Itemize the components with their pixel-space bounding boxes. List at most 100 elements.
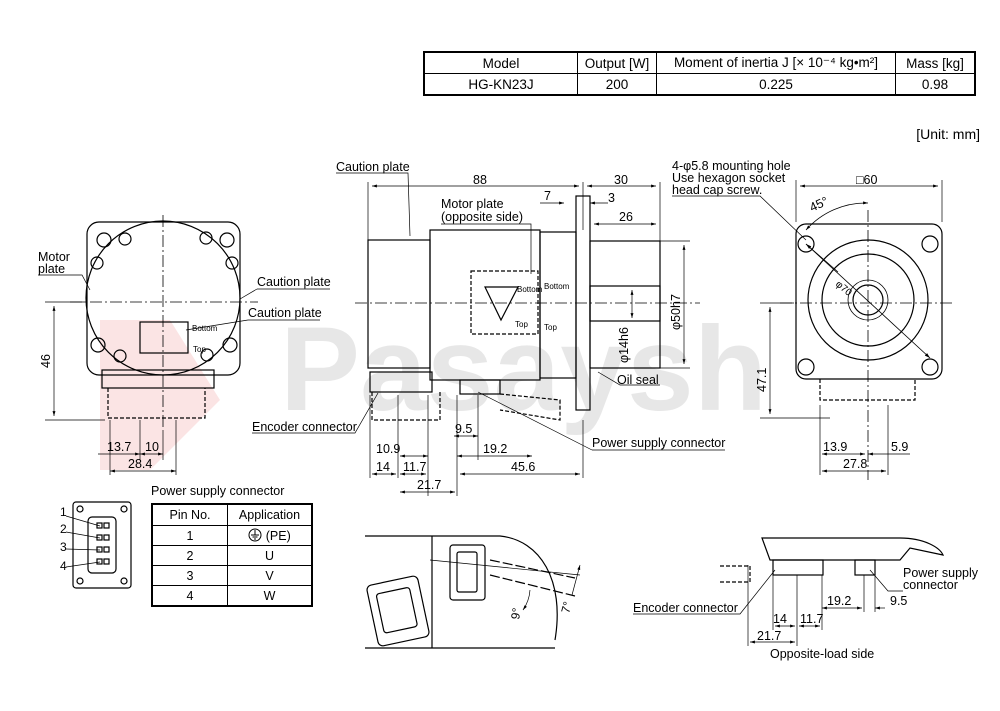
connector-pins [96, 522, 110, 565]
label-motor-plate-2: plate [38, 262, 65, 276]
dim-14: 14 [376, 460, 390, 474]
opposite-encoder-connector [772, 559, 824, 576]
connector-pin-view [65, 501, 132, 589]
front-view-labels: 4-φ5.8 mounting hole Use hexagon socket … [672, 159, 908, 471]
side-power-connector [459, 379, 501, 395]
dim-88: 88 [473, 173, 487, 187]
spec-table: Model Output [W] Moment of inertia J [× … [423, 51, 976, 96]
label-opp-power-2: connector [903, 578, 958, 592]
angle-power-connector [449, 544, 486, 601]
dim-phi50h7: φ50h7 [669, 294, 683, 330]
label-rear-top: Top [193, 345, 206, 354]
pin-table: Pin No. Application 1 (PE) 2 U 3 V 4 W [151, 503, 313, 607]
pin-application: W [227, 585, 313, 607]
angle-outline-top [365, 535, 558, 641]
header-output: Output [W] [577, 51, 657, 74]
angle-9: 9° [508, 607, 524, 621]
label-side-bottom-1: Bottom [517, 285, 543, 294]
power-connector-title: Power supply connector [151, 484, 285, 498]
pin-no: 3 [151, 565, 228, 586]
rear-connector-hidden [107, 388, 206, 419]
header-application: Application [227, 503, 313, 526]
opposite-view-labels: Encoder connector Power supply connector… [633, 566, 979, 661]
front-view [672, 180, 955, 480]
pin-label-3: 3 [60, 540, 67, 554]
ground-icon [248, 528, 262, 542]
spec-value-row: HG-KN23J 200 0.225 0.98 [423, 73, 976, 96]
angle-view [365, 535, 581, 649]
label-caution-plate-1: Caution plate [257, 275, 331, 289]
cell-mass: 0.98 [895, 73, 976, 96]
dim-5-9: 5.9 [891, 440, 908, 454]
label-caution-plate-side: Caution plate [336, 160, 410, 174]
label-mount-note-3: head cap screw. [672, 183, 762, 197]
side-view-labels: Caution plate Motor plate (opposite side… [252, 160, 725, 492]
dim-10: 10 [145, 440, 159, 454]
pin-application-text: (PE) [265, 529, 291, 543]
dim-square-60: □60 [856, 173, 878, 187]
pin-row: 4 W [151, 585, 313, 607]
header-model: Model [423, 51, 578, 74]
label-oil-seal: Oil seal [617, 373, 659, 387]
label-encoder-connector: Encoder connector [252, 420, 357, 434]
label-side-top-2: Top [544, 323, 557, 332]
dim-9-5: 9.5 [455, 422, 472, 436]
side-shaft [589, 285, 661, 322]
dim-30: 30 [614, 173, 628, 187]
dim-angle-45: 45° [807, 194, 830, 215]
dim-19-2: 19.2 [483, 442, 507, 456]
pin-row: 2 U [151, 545, 313, 566]
dim-13-7: 13.7 [107, 440, 131, 454]
pin-no: 4 [151, 585, 228, 607]
dim-47-1: 47.1 [755, 368, 769, 392]
cell-model: HG-KN23J [423, 73, 578, 96]
label-opp-power-1: Power supply [903, 566, 979, 580]
pin-label-1: 1 [60, 505, 67, 519]
connector-housing [72, 501, 132, 589]
side-view [252, 172, 725, 496]
rear-screws [90, 231, 239, 363]
label-side-bottom-2: Bottom [544, 282, 570, 291]
dim-28-4: 28.4 [128, 457, 152, 471]
label-motor-plate-side-2: (opposite side) [441, 210, 523, 224]
angle-view-labels: 9° 7° [508, 600, 575, 621]
pin-application: U [227, 545, 313, 566]
connector-inner [87, 516, 117, 574]
dim-45-6: 45.6 [511, 460, 535, 474]
pin-no: 1 [151, 525, 228, 546]
angle-7: 7° [558, 600, 575, 615]
label-opposite-load-side: Opposite-load side [770, 647, 874, 661]
header-inertia: Moment of inertia J [× 10⁻⁴ kg•m²] [656, 51, 896, 74]
rear-view-labels: Motor plate Caution plate Caution plate … [38, 250, 331, 471]
opposite-body [761, 537, 945, 561]
pin-application: V [227, 565, 313, 586]
label-mount-note-1: 4-φ5.8 mounting hole [672, 159, 791, 173]
rear-caution-plate [139, 321, 189, 354]
dim-phi14h6: φ14h6 [617, 327, 631, 363]
label-side-top-1: Top [515, 320, 528, 329]
side-encoder-connector [369, 371, 433, 393]
opposite-power-connector [854, 559, 876, 576]
dim-3: 3 [608, 191, 615, 205]
cell-output: 200 [577, 73, 657, 96]
spec-header-row: Model Output [W] Moment of inertia J [× … [423, 51, 976, 74]
label-motor-plate-side-1: Motor plate [441, 197, 504, 211]
side-motor-plate [470, 270, 539, 335]
pin-label-4: 4 [60, 559, 67, 573]
label-opp-encoder: Encoder connector [633, 601, 738, 615]
dim-10-9: 10.9 [376, 442, 400, 456]
rear-view [38, 215, 330, 475]
dim-7: 7 [544, 189, 551, 203]
opposite-view [633, 537, 945, 646]
dim-27-8: 27.8 [843, 457, 867, 471]
header-mass: Mass [kg] [895, 51, 976, 74]
cell-inertia: 0.225 [656, 73, 896, 96]
rear-encoder-box [101, 369, 215, 389]
label-caution-plate-2: Caution plate [248, 306, 322, 320]
header-pin-no: Pin No. [151, 503, 228, 526]
dim-phi70: φ70 [833, 279, 854, 299]
pin-no: 2 [151, 545, 228, 566]
dim-opp-19-2: 19.2 [827, 594, 851, 608]
pin-row: 3 V [151, 565, 313, 586]
